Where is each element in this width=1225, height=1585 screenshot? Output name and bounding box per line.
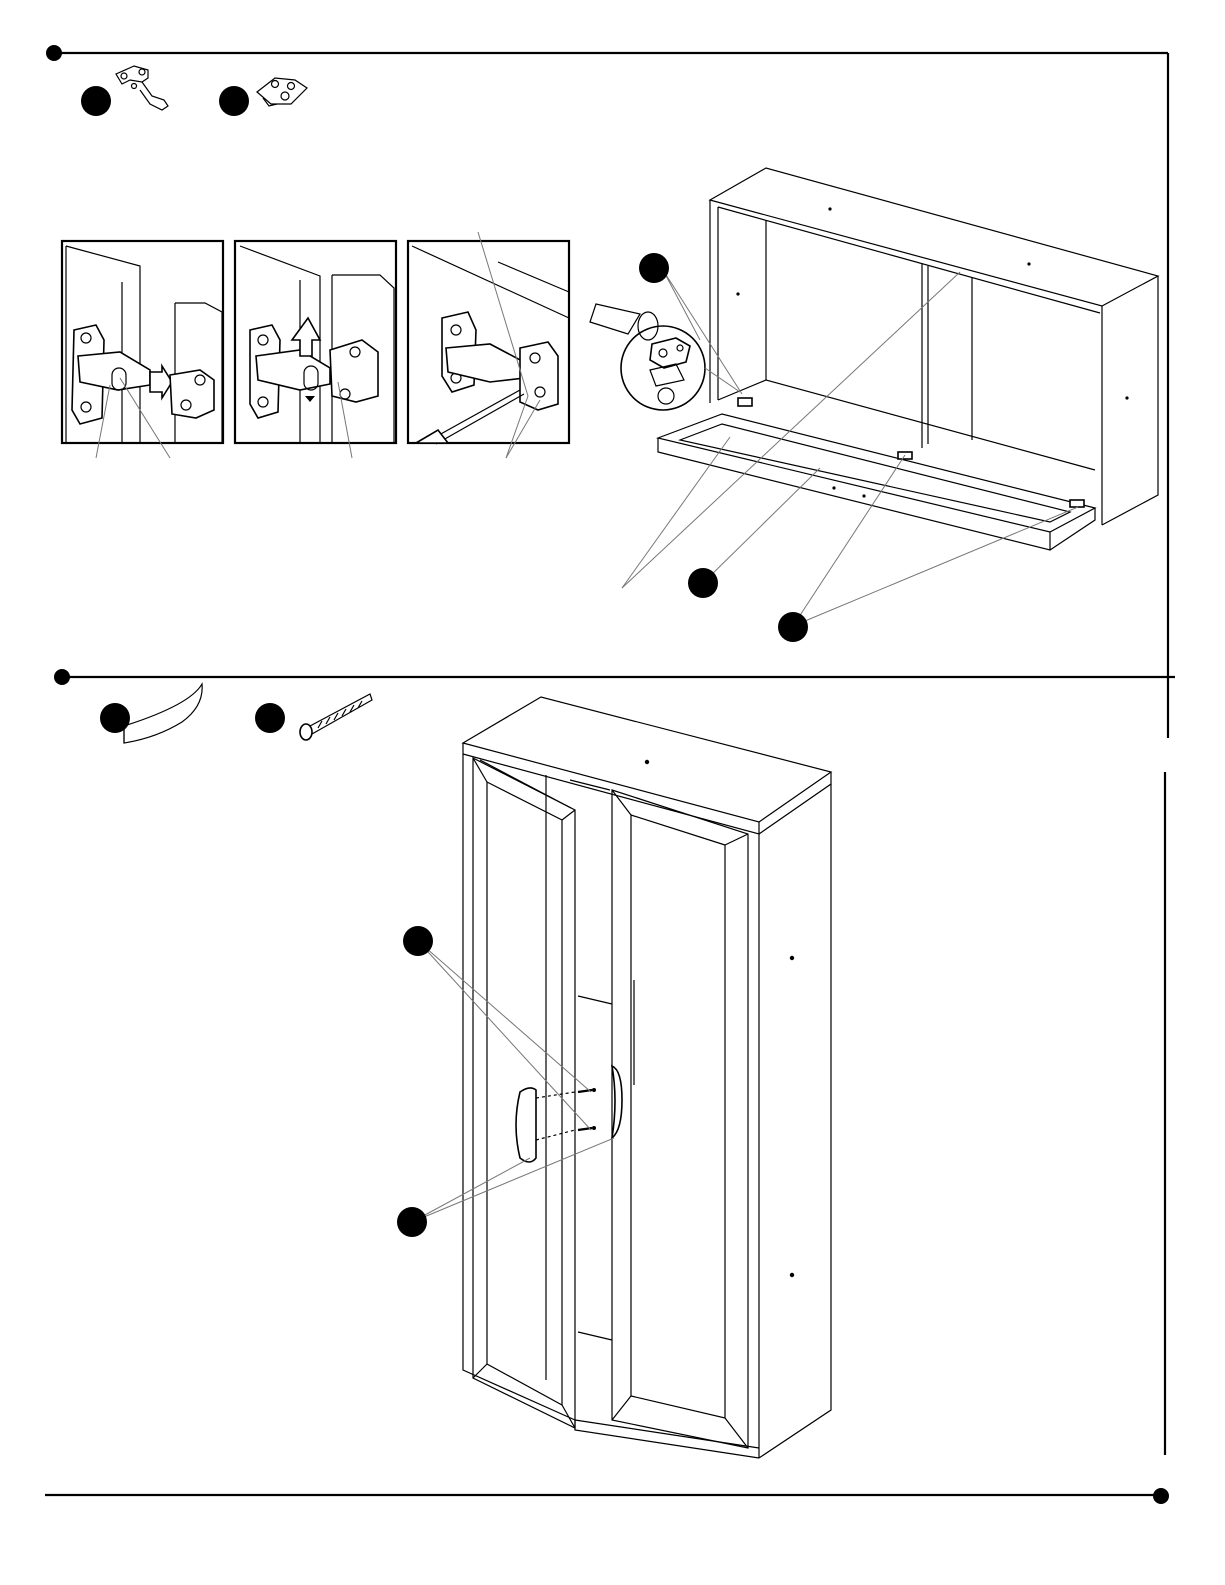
hinge-detail-panel-1 — [62, 241, 223, 458]
step-2-callouts — [397, 926, 614, 1237]
step-2-parts-row — [100, 684, 372, 743]
part-callout-bullet — [403, 926, 433, 956]
wall-cabinet-illustration — [658, 168, 1158, 550]
part-callout-bullet — [81, 86, 111, 116]
part-callout-bullet — [219, 86, 249, 116]
hinge-detail-panel-2 — [235, 241, 396, 458]
part-callout-bullet — [639, 253, 669, 283]
step-1-callouts — [622, 272, 1078, 642]
door-handle-icon — [124, 684, 202, 743]
part-callout-bullet — [100, 703, 130, 733]
hinge-magnified-detail — [590, 253, 742, 410]
step-1 — [62, 66, 1158, 642]
right-door-handle — [612, 1066, 622, 1138]
cup-hinge-icon — [116, 66, 168, 110]
page-frame — [45, 45, 1175, 1504]
step-1-parts-row — [81, 66, 307, 116]
tall-cabinet-illustration — [463, 697, 831, 1458]
left-door-handle — [516, 1088, 536, 1162]
part-callout-bullet — [688, 568, 718, 598]
part-callout-bullet — [397, 1207, 427, 1237]
step-2 — [100, 684, 831, 1458]
right-door-closed — [612, 790, 748, 1448]
hinge-detail-panel-3 — [408, 232, 569, 458]
part-callout-bullet — [778, 612, 808, 642]
hinge-mounting-plate-icon — [257, 78, 307, 106]
handle-screw-icon — [300, 694, 372, 740]
part-callout-bullet — [255, 703, 285, 733]
handle-installation — [516, 1066, 622, 1162]
